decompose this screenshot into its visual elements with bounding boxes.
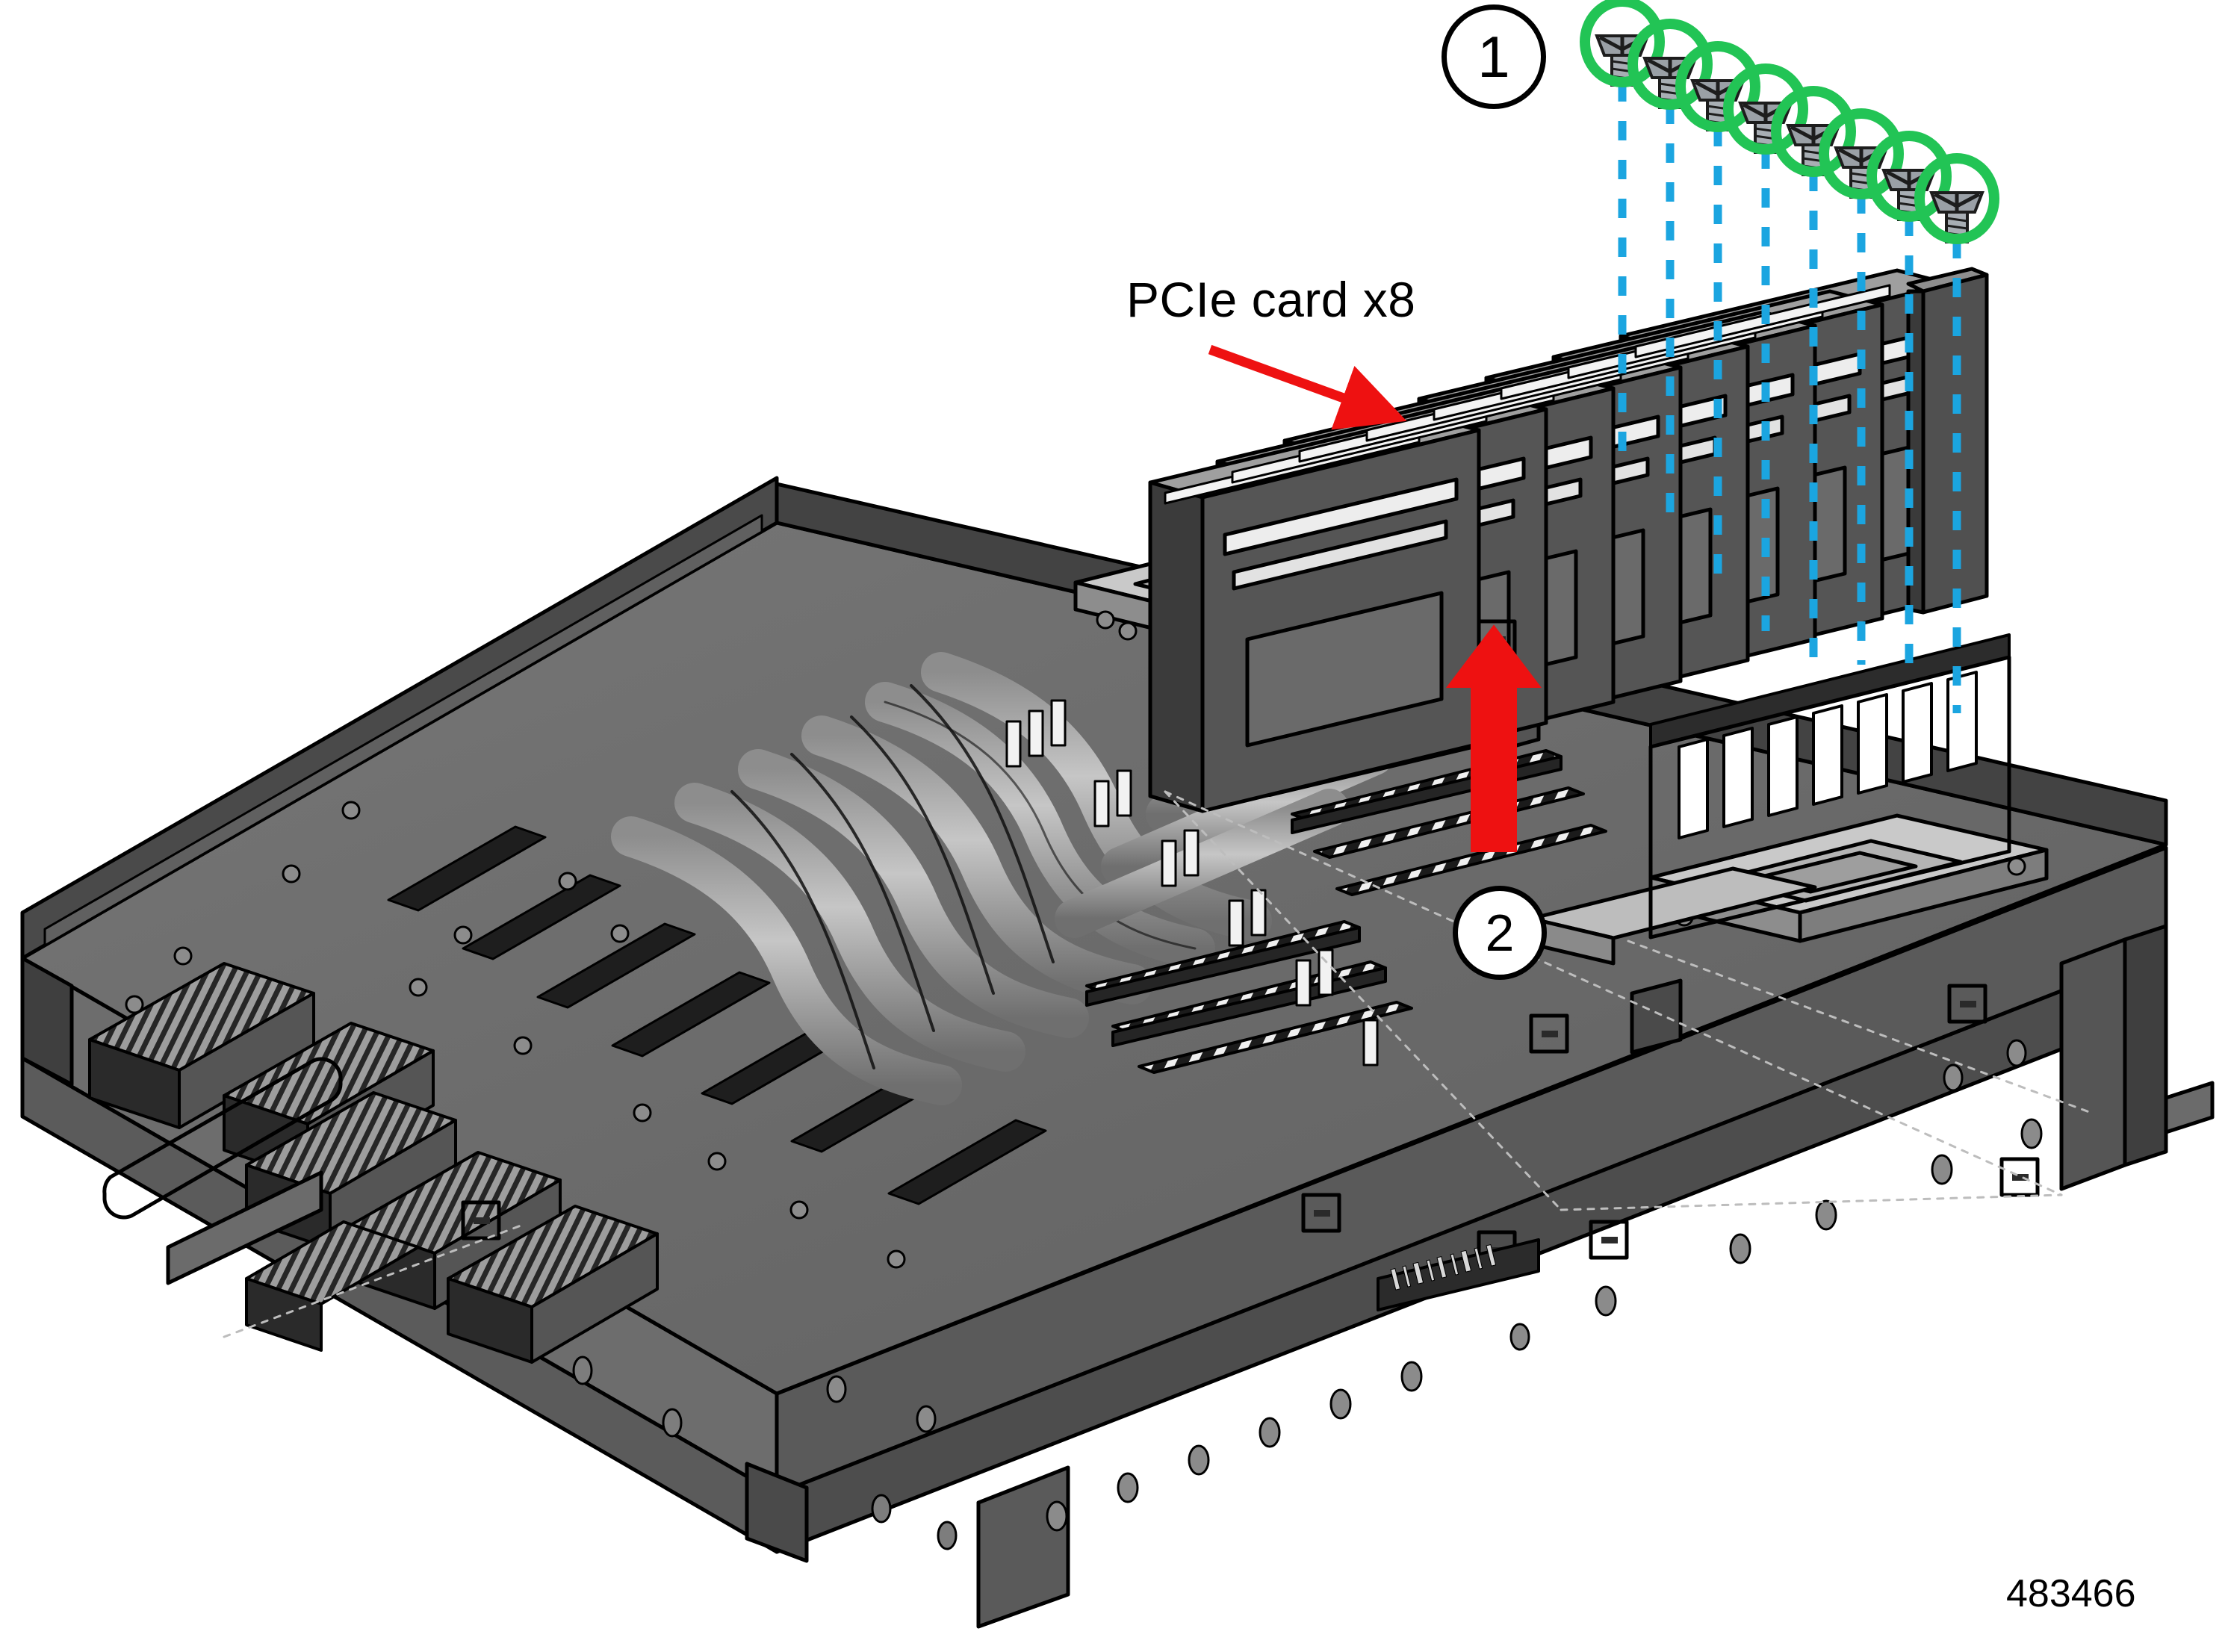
insert-direction-arrow [1445, 624, 1542, 852]
screw-with-highlight [1580, 0, 1665, 87]
screw-highlight-circle [1627, 19, 1713, 110]
chassis-front-rivets [826, 1013, 2094, 1532]
left-connector-field [88, 801, 1047, 1364]
screw-group [1580, 0, 1999, 244]
screw-with-highlight [1771, 86, 1856, 177]
construction-lines [223, 790, 2093, 1338]
screw-with-highlight [1866, 131, 1952, 222]
screw-with-highlight [1914, 153, 1999, 244]
screw-highlight-circle [1771, 86, 1856, 177]
pcie-card-label: PCIe card x8 [1126, 272, 1416, 327]
screw-highlight-circle [1914, 153, 1999, 244]
chassis-front-rivets-lower [572, 1356, 958, 1550]
screw-with-highlight [1819, 108, 1904, 199]
assembly-path-dashed-group [1618, 82, 1961, 713]
chassis-label-patch [1377, 1238, 1540, 1311]
cpu-plate-mid [1529, 866, 1817, 966]
figure-number: 483466 [2006, 1572, 2136, 1615]
screw-with-highlight [1627, 19, 1713, 110]
chassis-right-rail [2059, 924, 2215, 1191]
chassis-left-rear-wall [20, 476, 779, 960]
screw-highlight-circle [1723, 63, 1808, 155]
screw-highlight-circle [1580, 0, 1665, 87]
screw-with-highlight [1723, 63, 1808, 155]
screw-with-highlight [1675, 41, 1760, 132]
rear-pcie-bracket-openings [1648, 633, 2011, 940]
callout-badge-2[interactable]: 2 [1453, 886, 1547, 980]
pcie-card-leader-arrow [1208, 344, 1407, 430]
callout-badge-1[interactable]: 1 [1442, 4, 1546, 109]
screw-highlight-circle [1866, 131, 1952, 222]
chassis-left-tab [20, 956, 323, 1285]
screw-highlight-circle [1675, 41, 1760, 132]
screw-highlight-circle [1819, 108, 1904, 199]
deck-chip-pins [1005, 699, 1379, 1066]
